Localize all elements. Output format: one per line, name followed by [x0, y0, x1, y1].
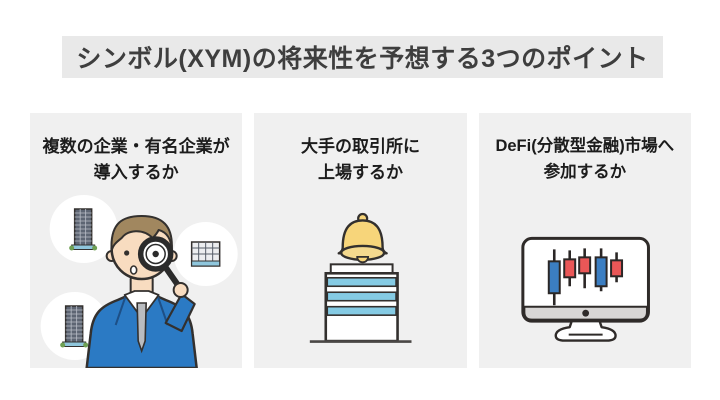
points-row: 複数の企業・有名企業が 導入するか — [30, 113, 691, 368]
bell-building-illustration — [254, 193, 466, 368]
card-defi-market: DeFi(分散型金融)市場へ 参加するか — [478, 113, 691, 368]
card-title-line1: 大手の取引所に — [300, 137, 420, 156]
bell-icon — [337, 212, 389, 264]
card-title-line2: 上場するか — [317, 163, 403, 183]
card-title-line2: 導入するか — [93, 163, 179, 183]
card-title: 複数の企業・有名企業が 導入するか — [43, 134, 230, 187]
card-title-line2: 参加するか — [543, 162, 627, 181]
candle-red — [609, 259, 623, 278]
candlestick-chart-icon — [547, 248, 623, 306]
skyscraper-icon — [60, 305, 89, 348]
candle-blue — [594, 256, 608, 288]
card-company-adoption: 複数の企業・有名企業が 導入するか — [30, 113, 243, 368]
page-title: シンボル(XYM)の将来性を予想する3つのポイント — [76, 45, 649, 73]
card-title-line1: DeFi(分散型金融)市場へ — [495, 137, 675, 155]
businessman-icon — [85, 215, 198, 368]
magnifier-icon — [137, 236, 189, 298]
hair — [110, 215, 173, 252]
exchange-building-icon — [310, 263, 412, 343]
card-title-line1: 複数の企業・有名企業が — [42, 137, 230, 156]
monitor-candlestick-illustration — [479, 193, 691, 368]
card-exchange-listing: 大手の取引所に 上場するか — [254, 113, 467, 368]
candle-blue — [547, 260, 561, 295]
businessman-magnifier-illustration — [30, 193, 242, 368]
title-banner: シンボル(XYM)の将来性を予想する3つのポイント — [62, 36, 663, 78]
card-title: 大手の取引所に 上場するか — [301, 134, 420, 187]
candle-red — [577, 256, 591, 275]
monitor-stand — [554, 319, 617, 342]
candle-red — [562, 258, 576, 279]
monitor-button — [581, 309, 589, 317]
card-title: DeFi(分散型金融)市場へ 参加するか — [495, 134, 674, 185]
skyscraper-icon — [69, 208, 98, 251]
office-building-icon — [190, 241, 221, 267]
